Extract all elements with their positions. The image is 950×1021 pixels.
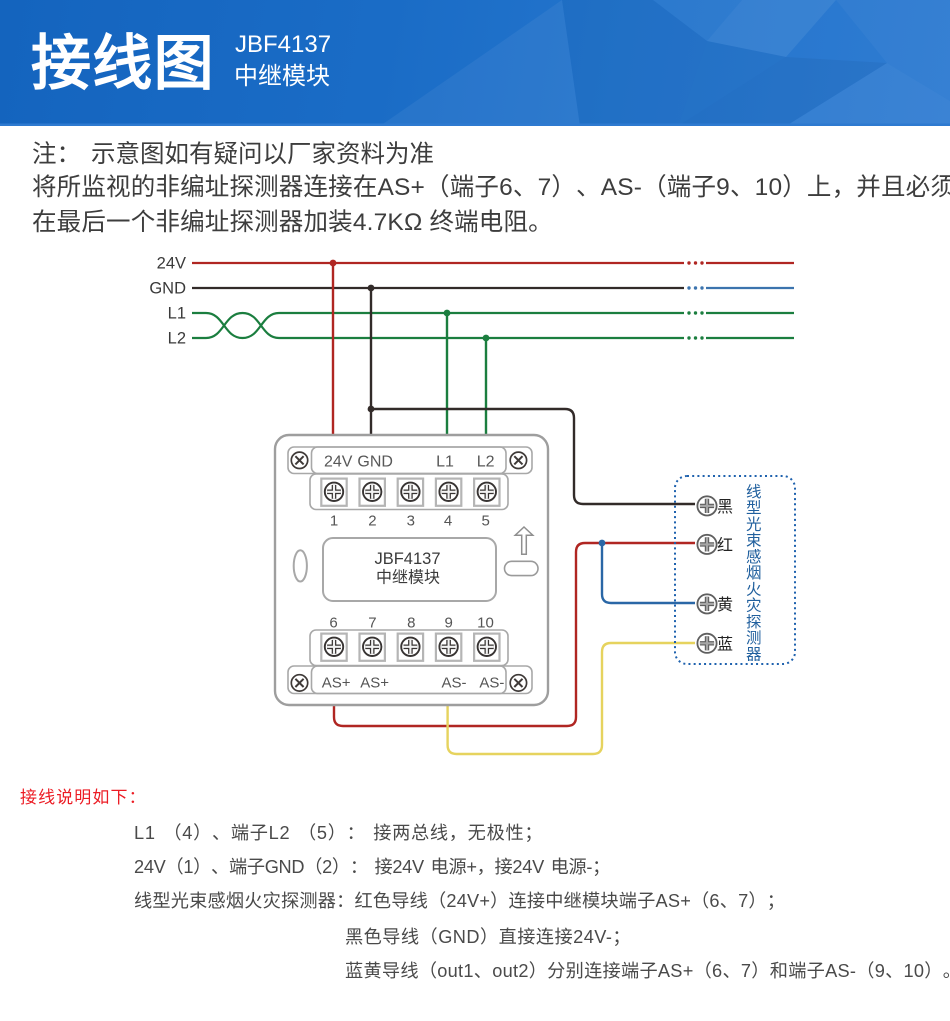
svg-text:光: 光 bbox=[746, 515, 762, 533]
svg-text:24V: 24V bbox=[324, 454, 353, 471]
svg-text:6: 6 bbox=[329, 614, 337, 631]
svg-text:GND: GND bbox=[357, 454, 393, 471]
svg-text:火: 火 bbox=[746, 581, 762, 598]
svg-text:9: 9 bbox=[445, 614, 453, 631]
svg-text:器: 器 bbox=[746, 647, 762, 664]
svg-text:8: 8 bbox=[407, 614, 415, 631]
svg-text:L2: L2 bbox=[168, 330, 186, 348]
svg-text:AS-: AS- bbox=[441, 675, 466, 692]
svg-text:线: 线 bbox=[746, 483, 762, 501]
svg-text:L1: L1 bbox=[436, 454, 454, 471]
svg-text:烟: 烟 bbox=[746, 564, 762, 582]
svg-text:蓝: 蓝 bbox=[717, 635, 733, 653]
svg-text:7: 7 bbox=[368, 614, 376, 631]
svg-text:探: 探 bbox=[746, 613, 762, 631]
svg-text:测: 测 bbox=[746, 629, 762, 647]
svg-text:5: 5 bbox=[482, 513, 490, 530]
svg-text:2: 2 bbox=[368, 513, 376, 530]
svg-text:GND: GND bbox=[149, 280, 186, 298]
svg-text:3: 3 bbox=[407, 513, 415, 530]
svg-text:灾: 灾 bbox=[746, 597, 762, 615]
svg-text:束: 束 bbox=[746, 532, 762, 550]
svg-text:感: 感 bbox=[746, 548, 762, 566]
svg-text:JBF4137: JBF4137 bbox=[374, 550, 440, 568]
svg-text:L1: L1 bbox=[168, 305, 186, 323]
svg-text:红: 红 bbox=[717, 536, 733, 554]
svg-text:10: 10 bbox=[477, 614, 494, 631]
svg-text:AS+: AS+ bbox=[360, 675, 389, 692]
svg-text:1: 1 bbox=[330, 513, 338, 530]
svg-text:AS-: AS- bbox=[479, 675, 504, 692]
svg-text:型: 型 bbox=[746, 499, 762, 517]
svg-text:中继模块: 中继模块 bbox=[376, 569, 440, 587]
svg-text:AS+: AS+ bbox=[322, 675, 351, 692]
svg-text:24V: 24V bbox=[157, 255, 186, 273]
svg-text:L2: L2 bbox=[477, 454, 495, 471]
svg-text:黄: 黄 bbox=[717, 596, 733, 614]
svg-text:黑: 黑 bbox=[717, 499, 733, 516]
svg-text:4: 4 bbox=[444, 513, 452, 530]
